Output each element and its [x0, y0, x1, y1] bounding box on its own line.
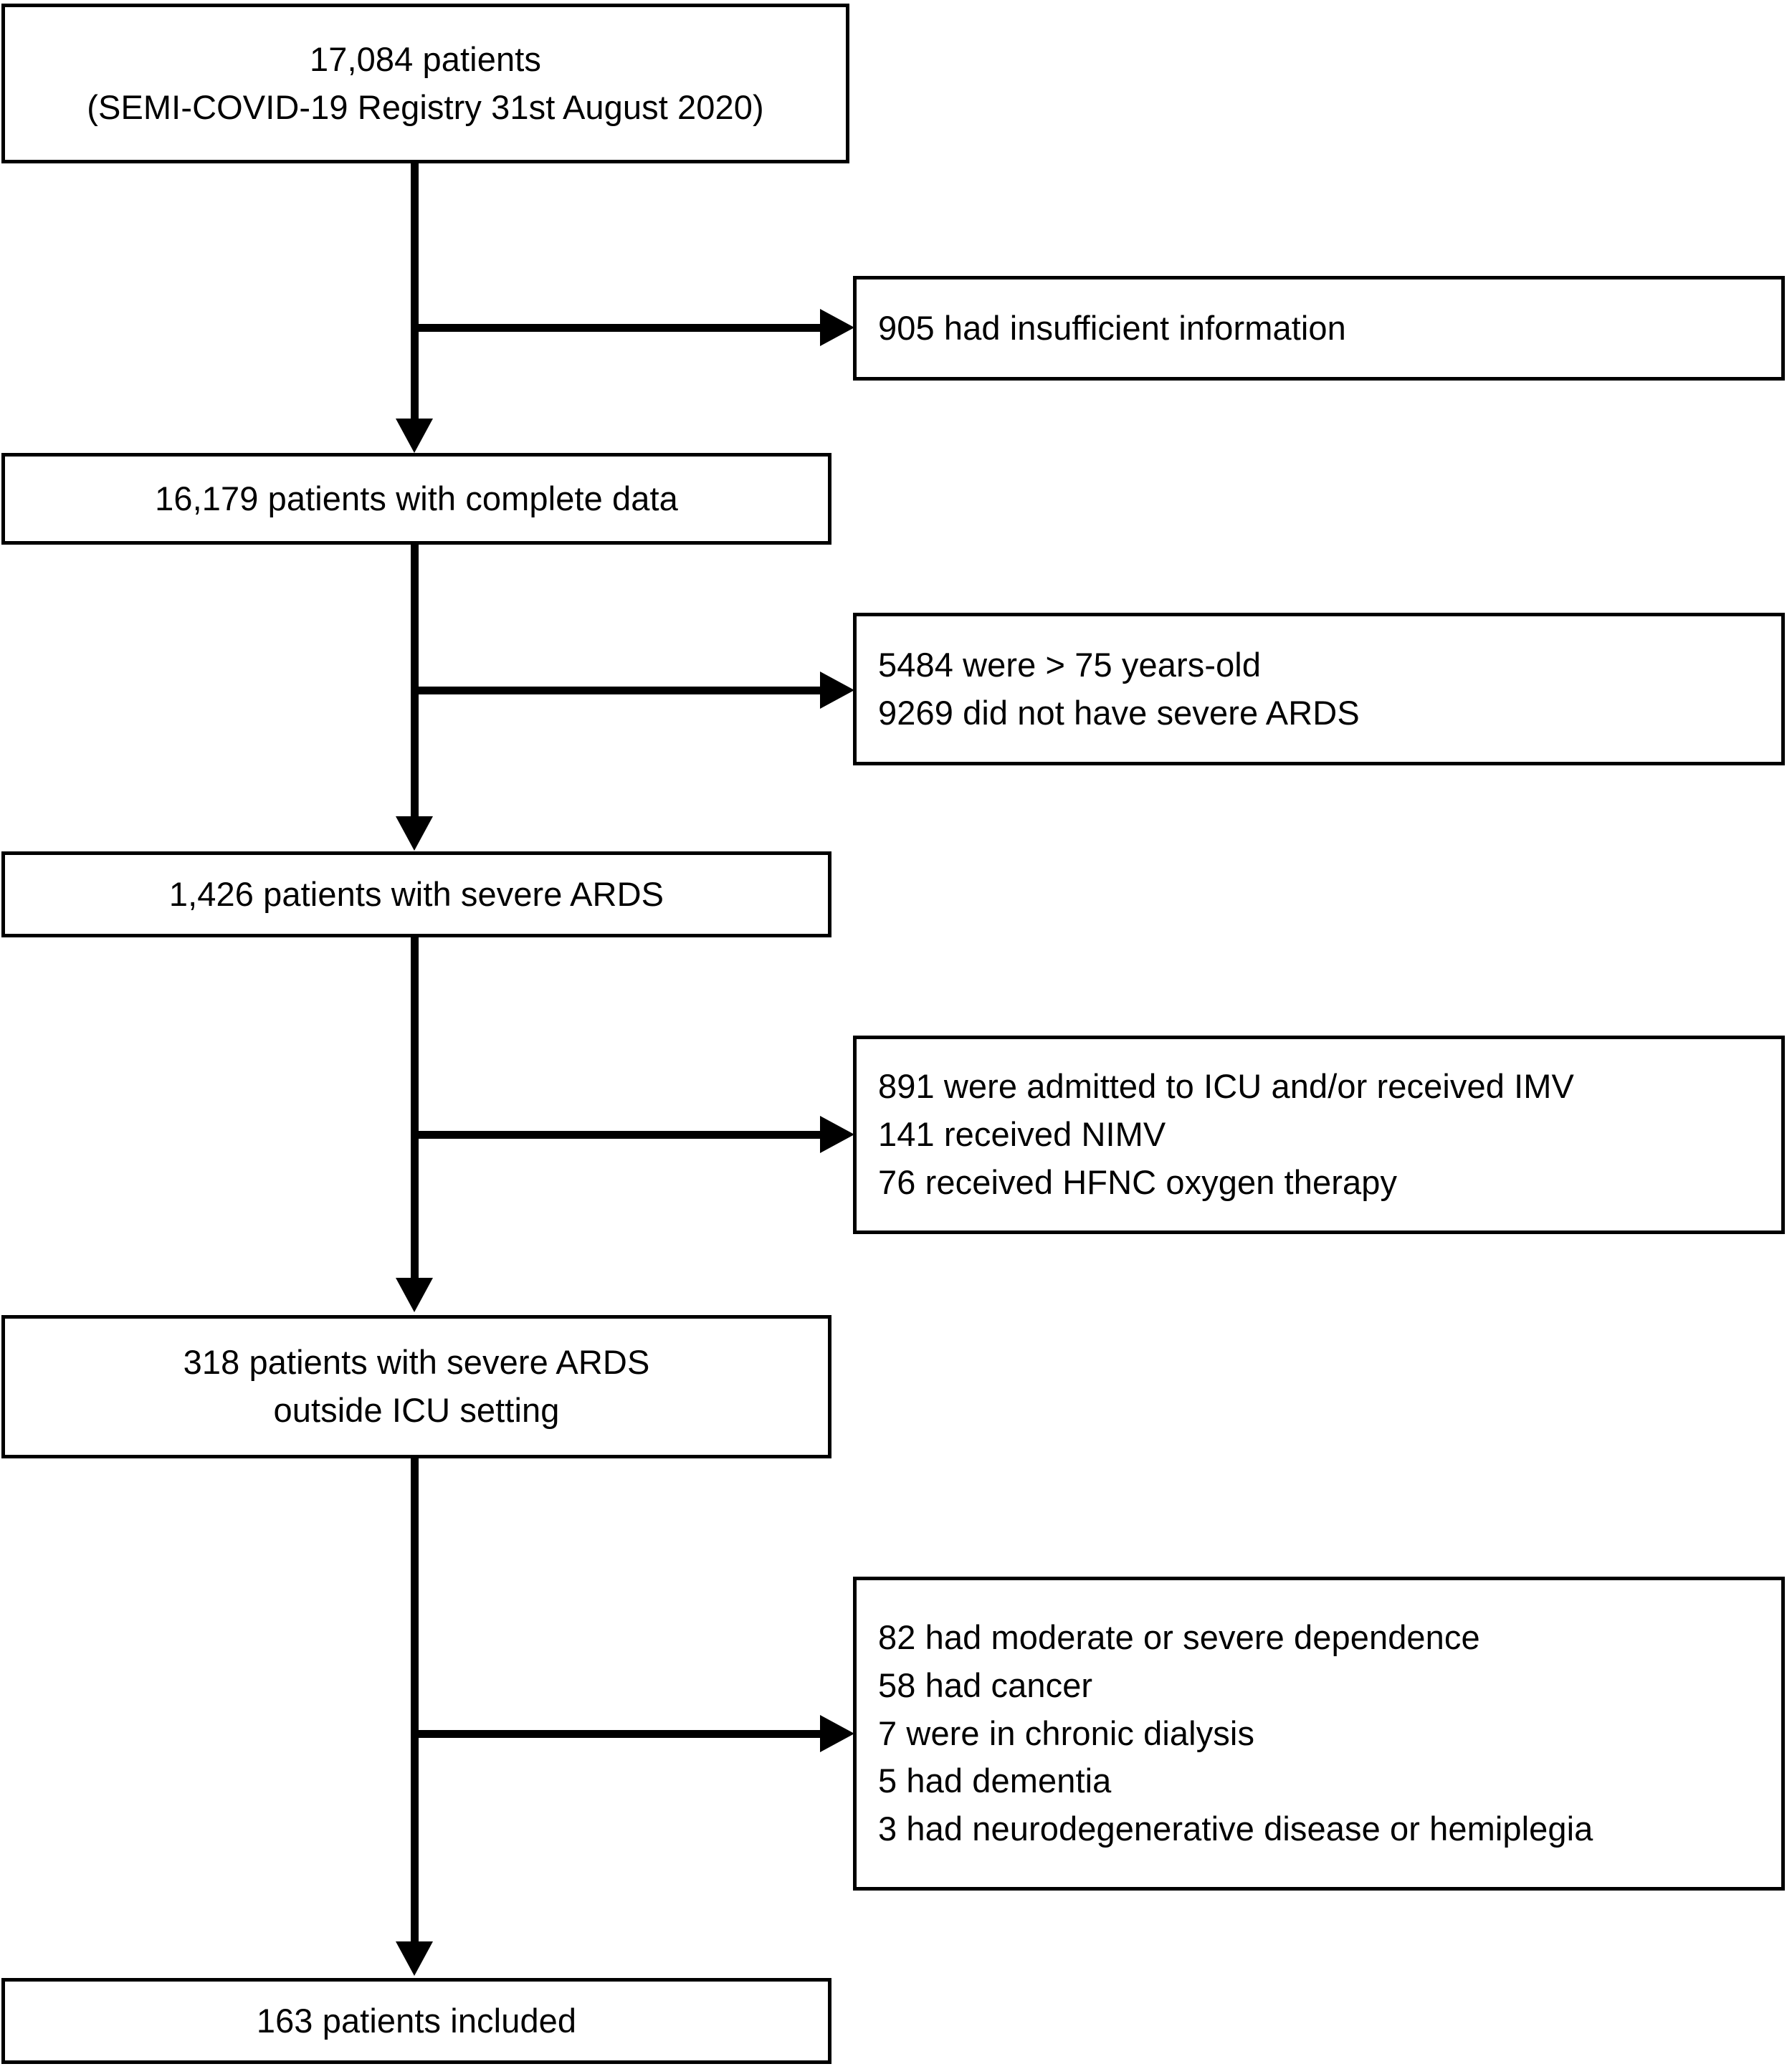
exclusion-comorbidities-line-3: 7 were in chronic dialysis [878, 1714, 1255, 1752]
exclusion-age-and-severity: 5484 were > 75 years-old 9269 did not ha… [853, 613, 1785, 765]
arrow-right-to-comorbidities [820, 1715, 854, 1752]
exclusion-age-and-severity-line-2: 9269 did not have severe ARDS [878, 693, 1360, 732]
arrow-down-to-complete-data [396, 419, 433, 453]
arrow-right-to-insufficient-information [820, 309, 854, 346]
node-complete-data-line-1: 16,179 patients with complete data [155, 479, 678, 517]
exclusion-comorbidities: 82 had moderate or severe dependence 58 … [853, 1577, 1785, 1891]
arrow-down-to-outside-icu [396, 1278, 433, 1312]
node-included: 163 patients included [1, 1978, 831, 2064]
exclusion-age-and-severity-line-1: 5484 were > 75 years-old [878, 645, 1262, 684]
exclusion-icu-imv-nimv-hfnc: 891 were admitted to ICU and/or received… [853, 1036, 1785, 1234]
connector-trunk-2 [411, 545, 419, 821]
exclusion-comorbidities-line-1: 82 had moderate or severe dependence [878, 1618, 1480, 1657]
exclusion-insufficient-information-line-1: 905 had insufficient information [878, 308, 1346, 347]
node-outside-icu: 318 patients with severe ARDS outside IC… [1, 1315, 831, 1458]
exclusion-insufficient-information: 905 had insufficient information [853, 276, 1785, 381]
arrow-right-to-icu-imv-nimv-hfnc [820, 1116, 854, 1153]
exclusion-comorbidities-line-5: 3 had neurodegenerative disease or hemip… [878, 1810, 1593, 1848]
connector-branch-4 [411, 1730, 830, 1738]
node-total-registry-line-1: 17,084 patients [310, 39, 541, 78]
node-outside-icu-line-2: outside ICU setting [273, 1391, 560, 1429]
node-severe-ards: 1,426 patients with severe ARDS [1, 851, 831, 937]
arrow-right-to-age-and-severity [820, 672, 854, 709]
node-complete-data: 16,179 patients with complete data [1, 453, 831, 545]
arrow-down-to-included [396, 1941, 433, 1976]
node-included-line-1: 163 patients included [256, 2001, 577, 2040]
connector-trunk-3 [411, 937, 419, 1282]
connector-trunk-1 [411, 163, 419, 423]
exclusion-comorbidities-line-4: 5 had dementia [878, 1762, 1112, 1800]
connector-branch-2 [411, 687, 830, 694]
exclusion-icu-imv-nimv-hfnc-line-3: 76 received HFNC oxygen therapy [878, 1162, 1398, 1201]
connector-trunk-4 [411, 1458, 419, 1946]
node-total-registry: 17,084 patients (SEMI-COVID-19 Registry … [1, 4, 849, 163]
connector-branch-3 [411, 1131, 830, 1139]
connector-branch-1 [411, 324, 830, 332]
node-severe-ards-line-1: 1,426 patients with severe ARDS [168, 874, 664, 913]
exclusion-icu-imv-nimv-hfnc-line-2: 141 received NIMV [878, 1115, 1166, 1154]
arrow-down-to-severe-ards [396, 816, 433, 851]
exclusion-comorbidities-line-2: 58 had cancer [878, 1666, 1093, 1704]
node-total-registry-line-2: (SEMI-COVID-19 Registry 31st August 2020… [87, 87, 764, 126]
node-outside-icu-line-1: 318 patients with severe ARDS [183, 1343, 650, 1382]
exclusion-icu-imv-nimv-hfnc-line-1: 891 were admitted to ICU and/or received… [878, 1067, 1574, 1106]
